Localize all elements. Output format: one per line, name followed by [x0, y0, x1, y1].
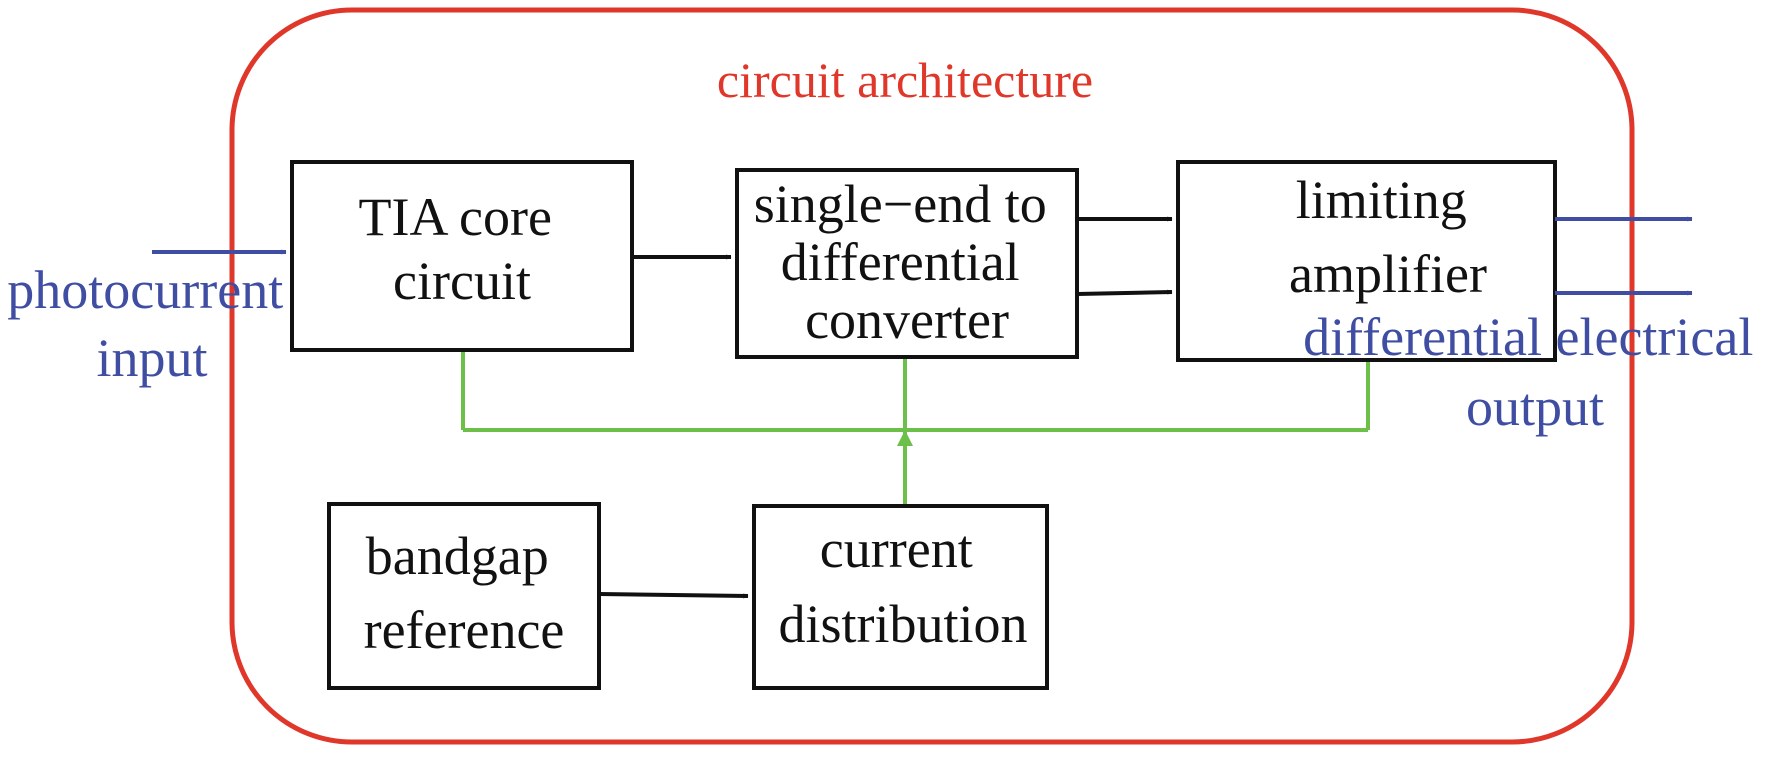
svg-text:differential electrical ou: differential electrical output	[1303, 307, 1767, 437]
tia-label-line1: TIA core	[359, 187, 552, 247]
input-label-line2: input	[96, 328, 207, 388]
s2d-label-line3: converter	[805, 290, 1009, 350]
bandgap-label-line2: reference	[364, 600, 565, 660]
svg-text:photocurrent input: photocurrent input	[7, 260, 296, 388]
svg-text:current distribution: current distribution	[778, 519, 1027, 654]
single-end-to-differential-block	[735, 168, 1079, 359]
bias-network	[461, 352, 1370, 506]
bandgap-label-line1: bandgap	[366, 526, 549, 586]
svg-text:single−end to differential: single−end to differential converter	[754, 174, 1060, 350]
s2d-to-la-arrow-bottom	[1076, 289, 1173, 296]
svg-text:TIA core circuit: TIA core circuit	[359, 187, 566, 311]
bias-up-arrowhead	[897, 430, 913, 446]
s2d-label-line1: single−end to	[754, 174, 1047, 234]
svg-text:limiting amplifier: limiting amplifier	[1289, 170, 1487, 304]
bandgap-reference-block	[327, 502, 601, 690]
limiting-amplifier-block	[1176, 160, 1557, 362]
s2d-label-line2: differential	[781, 232, 1020, 292]
la-label-line2: amplifier	[1289, 244, 1487, 304]
diagram-title: circuit architecture	[717, 52, 1093, 108]
output-label-line2: output	[1466, 377, 1604, 437]
input-label-line1: photocurrent	[7, 260, 283, 320]
tia-label-line2: circuit	[393, 251, 531, 311]
current-distribution-block	[752, 504, 1049, 690]
la-label-line1: limiting	[1296, 170, 1467, 230]
current-label-line2: distribution	[778, 594, 1027, 654]
tia-core-block	[290, 160, 634, 352]
svg-text:bandgap reference: bandgap reference	[364, 526, 565, 660]
current-label-line1: current	[820, 519, 973, 579]
output-label-line1: differential electrical	[1303, 307, 1753, 367]
bandgap-to-current-arrow	[598, 592, 749, 599]
architecture-frame	[229, 7, 1635, 745]
